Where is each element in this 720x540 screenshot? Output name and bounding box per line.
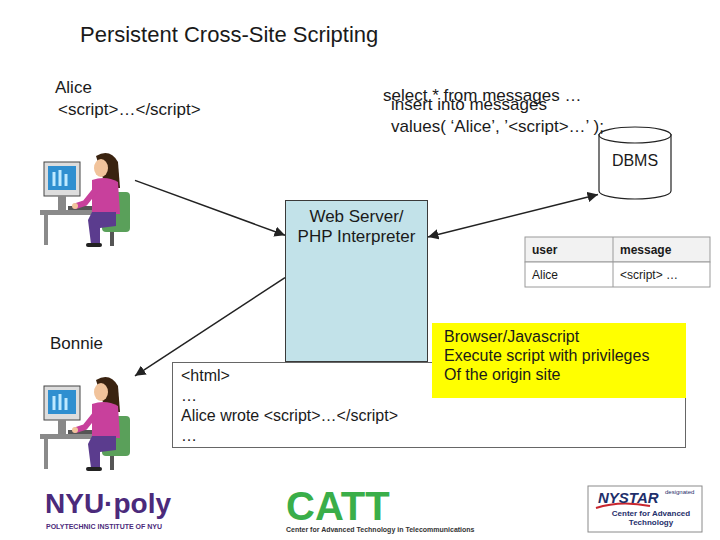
logo-frame [588,486,702,532]
logo-text: POLYTECHNIC INSTITUTE OF NYU [46,523,162,530]
database-cylinder: DBMS [598,126,672,200]
cylinder-top [599,127,671,143]
node-label: Bonnie [50,334,103,354]
table-cell: <script> … [620,268,678,282]
connector-arrow [135,180,285,235]
table-header [525,237,710,262]
node-label: DBMS [598,152,672,170]
person-node: Alice<script>…</script> [40,148,135,248]
nystar-logo [588,486,702,532]
logo-text: Center for Advanced Technology [606,510,696,528]
person-figure [40,377,130,471]
cylinder-body [599,134,671,199]
table-column-line [613,237,614,287]
node-label: Browser/Javascript [444,327,656,346]
person-figure [40,153,130,247]
node-label: Alice [55,78,92,98]
logo-text: CATT [286,484,390,529]
logo-text: Center for Advanced Technology in Teleco… [286,526,475,533]
table-cell: Alice [532,268,558,282]
table-cell: message [620,243,671,257]
node-text: Execute script with privileges Of the or… [444,346,656,384]
connector-arrow [428,194,598,236]
logo-text: NYU·poly [45,488,171,520]
node-text: … [181,426,677,446]
table-cell: user [532,243,557,257]
callout-box: Browser/JavascriptExecute script with pr… [432,323,686,398]
logo-text: designated [665,489,694,495]
node-label: Web Server/ PHP Interpreter [295,207,418,246]
node-text: Alice wrote <script>…</script> [181,406,677,426]
sql-text: values( ‘Alice’, ’<script>…’ ); [391,117,604,137]
table-grid [525,237,710,287]
sql-text: insert into messages [391,95,547,115]
table-row [525,262,710,287]
slide-title: Persistent Cross-Site Scripting [80,22,378,48]
person-node: Bonnie [40,372,135,472]
server-box: Web Server/ PHP Interpreter [285,200,428,362]
logo-text: NYSTAR [598,489,659,506]
node-text: <script>…</script> [58,100,201,120]
